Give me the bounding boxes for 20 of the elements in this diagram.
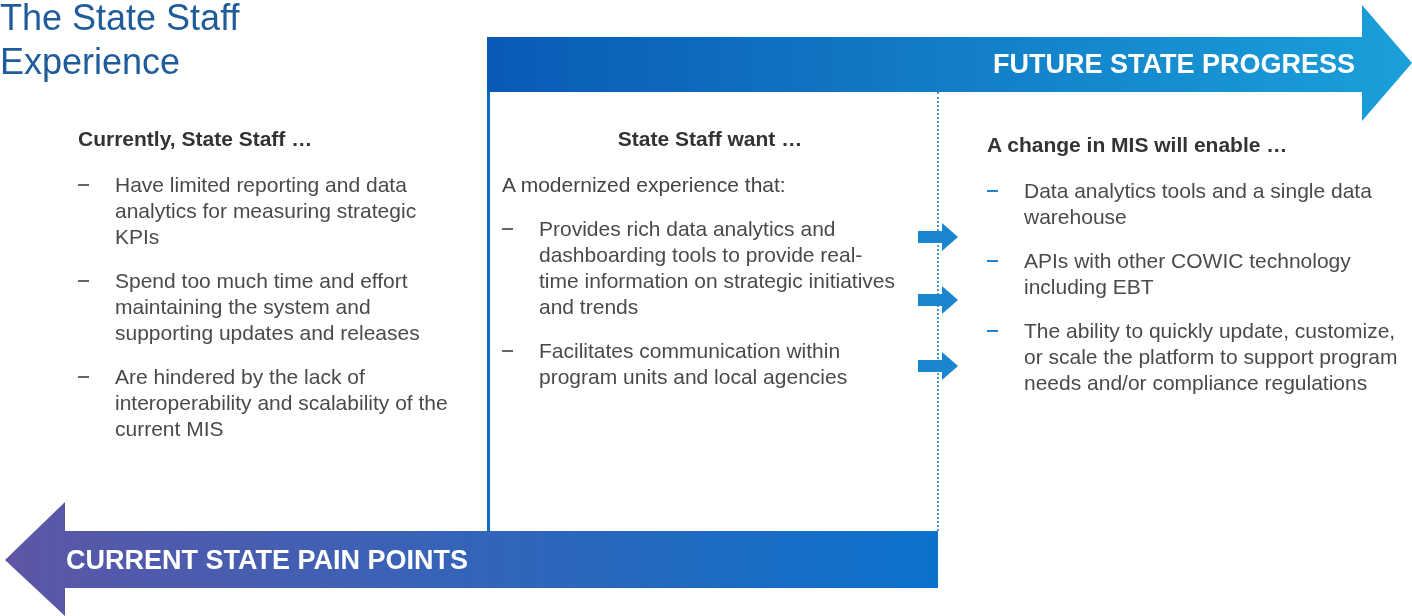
column-heading: State Staff want … (616, 126, 804, 152)
bullet-text: Facilitates communication within program units and local agencies (539, 338, 849, 390)
bullet-text: Provides rich data analytics and dashboarding tools to provide real-time information on strategic initiatives and trends (539, 216, 896, 320)
column-heading: A change in MIS will enable … (987, 132, 1289, 158)
bullet-text: Are hindered by the lack of interoperability and scalability of the current MIS (115, 364, 449, 442)
banner-label: CURRENT STATE PAIN POINTS (66, 544, 468, 576)
banner-arrow (487, 5, 1412, 121)
bullet-text: APIs with other COWIC technology including EBT (1024, 248, 1352, 300)
column-heading: Currently, State Staff … (78, 126, 314, 152)
banner-arrow (5, 502, 938, 616)
intro-text: A modernized experience that: (502, 172, 787, 198)
bullet-text: Data analytics tools and a single data warehouse (1024, 178, 1373, 230)
bullet-text: The ability to quickly update, customize, or scale the platform to support program needs and/or compliance regulations (1024, 318, 1399, 396)
arrow (918, 352, 958, 380)
banner-label: FUTURE STATE PROGRESS (992, 48, 1355, 80)
title: The State Staff Experience (0, 0, 241, 84)
arrow (918, 223, 958, 251)
bullet-text: Spend too much time and effort maintaining the system and supporting updates and releases (115, 268, 421, 346)
arrow (918, 286, 958, 314)
bullet-text: Have limited reporting and data analytics for measuring strategic KPIs (115, 172, 418, 250)
